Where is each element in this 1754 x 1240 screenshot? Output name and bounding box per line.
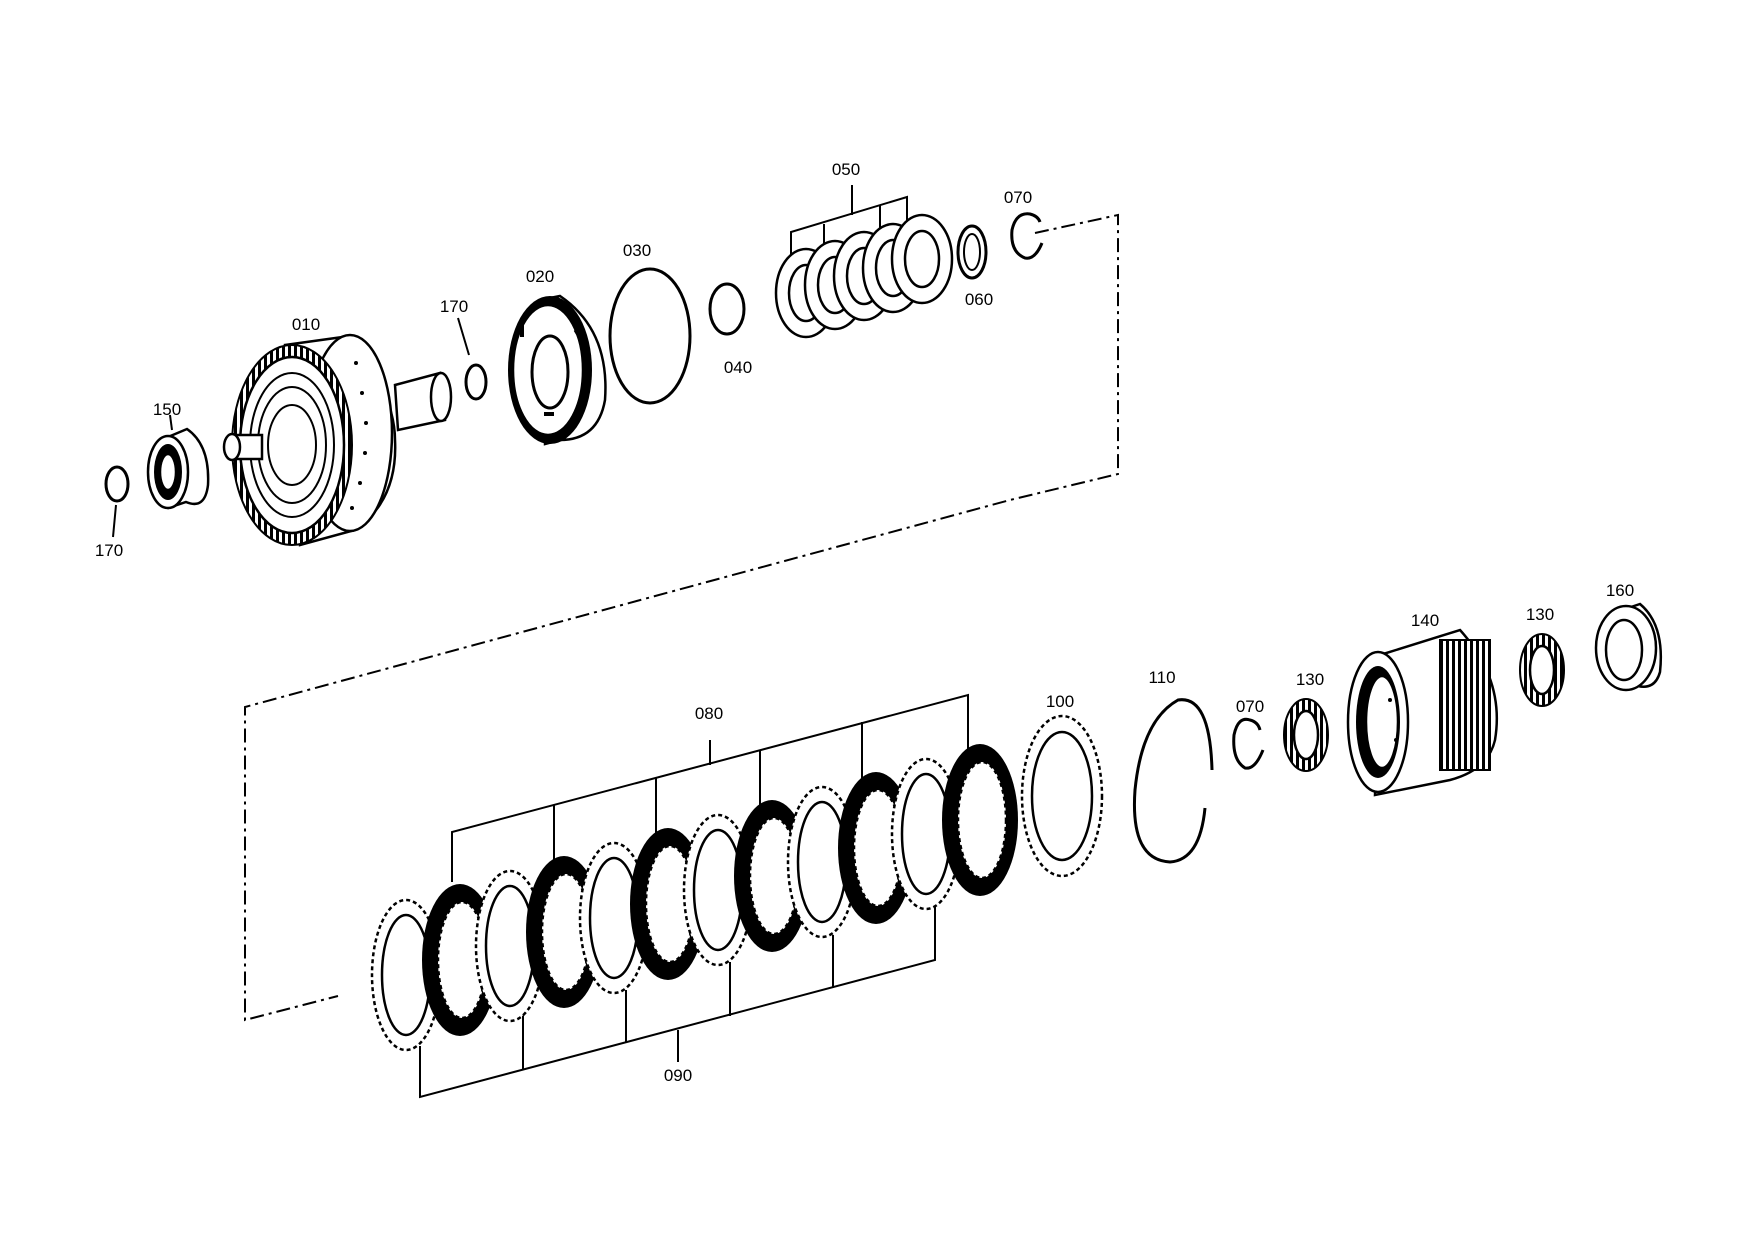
label-050: 050 [832, 160, 860, 179]
label-130-right: 130 [1526, 605, 1554, 624]
part-170-snap-ring-upper [457, 317, 488, 401]
friction-disc-6 [942, 744, 1018, 896]
label-100: 100 [1046, 692, 1074, 711]
label-070-upper: 070 [1004, 188, 1032, 207]
label-070-lower: 070 [1236, 697, 1264, 716]
steel-disc-2 [474, 869, 546, 1023]
part-100-end-plate [1020, 714, 1104, 878]
label-060: 060 [965, 290, 993, 309]
label-080: 080 [695, 704, 723, 723]
part-130-needle-bearing-right [1519, 633, 1565, 707]
steel-disc-1 [370, 898, 442, 1052]
steel-disc-5 [786, 785, 858, 939]
part-140-gear-hub [1346, 628, 1499, 797]
part-010-clutch-carrier [222, 333, 453, 547]
label-170-lower: 170 [95, 541, 123, 560]
label-130-left: 130 [1296, 670, 1324, 689]
part-040-ring [708, 282, 746, 336]
part-150-bearing [146, 414, 210, 510]
part-060-ring [956, 224, 988, 280]
part-090-bracket [419, 905, 936, 1099]
label-140: 140 [1411, 611, 1439, 630]
part-030-o-ring [608, 267, 692, 405]
part-080-bracket [451, 693, 969, 882]
label-150: 150 [153, 400, 181, 419]
part-170-snap-ring-left [104, 465, 130, 538]
assembly-connector-line [244, 213, 1119, 1022]
part-130-needle-bearing-left [1283, 698, 1329, 772]
part-070-snap-ring-lower [1232, 717, 1265, 770]
label-030: 030 [623, 241, 651, 260]
label-010: 010 [292, 315, 320, 334]
clutch-disc-pack [370, 744, 1018, 1052]
label-020: 020 [526, 267, 554, 286]
label-110: 110 [1148, 668, 1175, 687]
label-160: 160 [1606, 581, 1634, 600]
label-090: 090 [664, 1066, 692, 1085]
part-050-disc-stack [774, 185, 954, 339]
part-110-snap-ring [1132, 698, 1214, 864]
steel-disc-3 [578, 841, 650, 995]
label-040: 040 [724, 358, 752, 377]
label-170-upper: 170 [440, 297, 468, 316]
steel-disc-6 [890, 757, 962, 911]
part-070-snap-ring-upper [1010, 212, 1044, 260]
part-labels: 010 020 030 040 050 060 070 080 090 100 … [95, 160, 1634, 1085]
part-160-bearing [1594, 602, 1662, 692]
part-020-piston [508, 294, 607, 446]
